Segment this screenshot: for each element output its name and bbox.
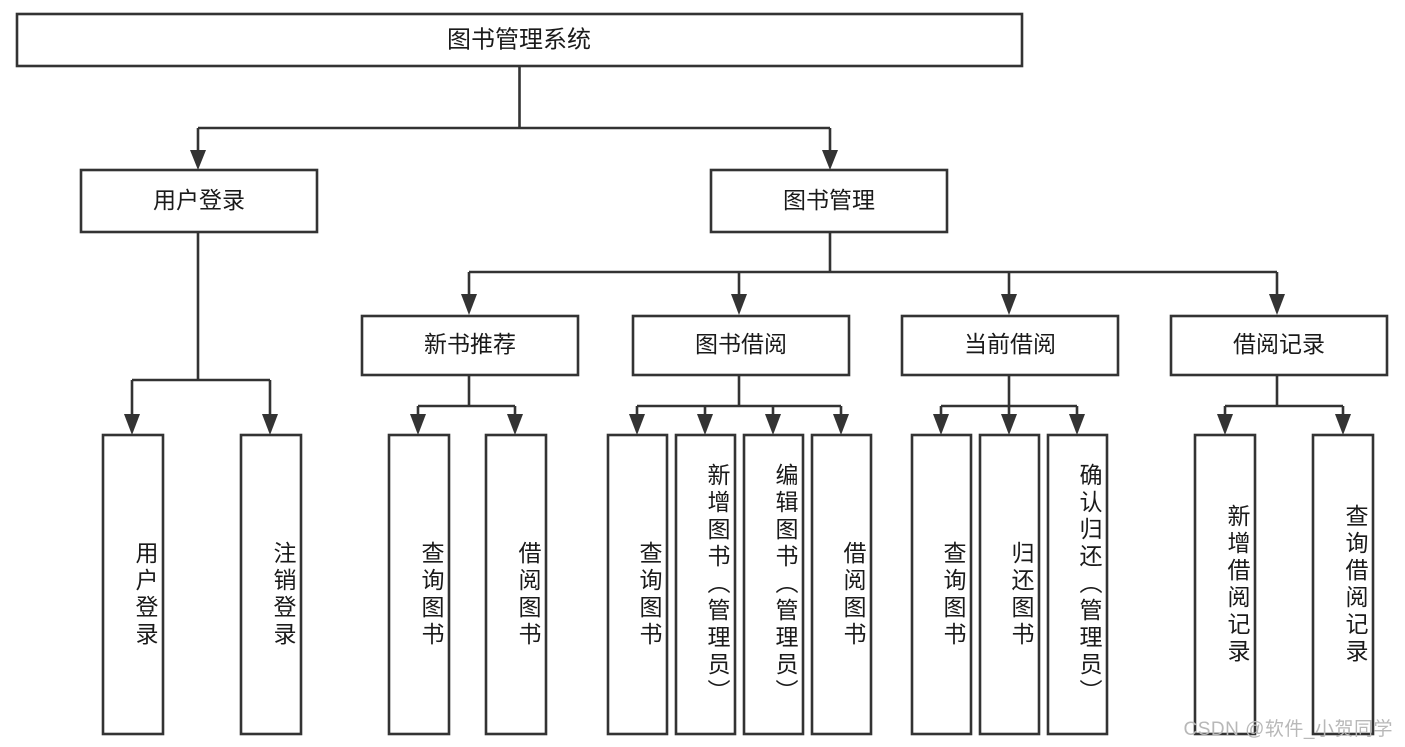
node-user-login-label: 用户登录 — [153, 187, 245, 213]
arrow-root-to-book-manage — [822, 150, 838, 170]
arrow-bb-to-leaf-2 — [765, 414, 781, 435]
leaf-box-new-book-rec-1[interactable] — [484, 433, 548, 736]
node-borrow-record-label: 借阅记录 — [1233, 331, 1325, 357]
leaf-box-book-borrow-3[interactable] — [810, 433, 873, 736]
node-book-manage-label: 图书管理 — [783, 187, 875, 213]
arrow-bm-to-current-borrow — [1001, 294, 1017, 315]
node-current-borrow-label: 当前借阅 — [964, 331, 1056, 357]
arrow-cb-to-leaf-1 — [1001, 414, 1017, 435]
leaf-box-current-borrow-0[interactable] — [910, 433, 973, 736]
node-book-borrow-box[interactable] — [631, 314, 851, 377]
arrow-br-to-leaf-0 — [1217, 414, 1233, 435]
node-book-borrow-label: 图书借阅 — [695, 331, 787, 357]
arrow-bb-to-leaf-3 — [833, 414, 849, 435]
node-new-book-rec-box[interactable] — [360, 314, 580, 377]
node-user-login-box[interactable] — [79, 168, 319, 234]
arrow-bm-to-new-book — [461, 294, 477, 315]
arrow-br-to-leaf-1 — [1335, 414, 1351, 435]
leaf-box-borrow-record-1[interactable] — [1311, 433, 1375, 736]
arrow-ul-to-leaf-1 — [262, 414, 278, 435]
arrow-bb-to-leaf-0 — [629, 414, 645, 435]
leaf-box-user-login-0[interactable] — [101, 433, 165, 736]
arrow-cb-to-leaf-2 — [1069, 414, 1085, 435]
edge-group-user-login — [124, 232, 278, 435]
node-root-box[interactable] — [15, 12, 1024, 68]
arrow-bb-to-leaf-1 — [697, 414, 713, 435]
leaf-box-book-borrow-1[interactable] — [674, 433, 737, 736]
node-book-manage-box[interactable] — [709, 168, 949, 234]
arrow-root-to-user-login — [190, 150, 206, 170]
edge-group-book-manage — [461, 232, 1285, 315]
arrow-bm-to-book-borrow — [731, 294, 747, 315]
leaf-box-book-borrow-0[interactable] — [606, 433, 669, 736]
arrow-nb-to-leaf-1 — [507, 414, 523, 435]
leaf-box-book-borrow-2[interactable] — [742, 433, 805, 736]
node-borrow-record-box[interactable] — [1169, 314, 1389, 377]
edge-group-book-borrow — [629, 375, 849, 435]
edge-group-current-borrow — [933, 375, 1085, 435]
node-new-book-rec-label: 新书推荐 — [424, 331, 516, 357]
csdn-watermark: CSDN @软件_小贺同学 — [1183, 719, 1393, 740]
arrow-cb-to-leaf-0 — [933, 414, 949, 435]
arrow-ul-to-leaf-0 — [124, 414, 140, 435]
edge-group-new-book-rec — [410, 375, 523, 435]
arrow-bm-to-borrow-record — [1269, 294, 1285, 315]
node-current-borrow-box[interactable] — [900, 314, 1120, 377]
node-root-label: 图书管理系统 — [447, 26, 591, 53]
leaf-box-borrow-record-0[interactable] — [1193, 433, 1257, 736]
leaf-box-new-book-rec-0[interactable] — [387, 433, 451, 736]
leaf-box-user-login-1[interactable] — [239, 433, 303, 736]
leaf-box-current-borrow-2[interactable] — [1046, 433, 1109, 736]
arrow-nb-to-leaf-0 — [410, 414, 426, 435]
edge-group-borrow-record — [1217, 375, 1351, 435]
leaf-box-current-borrow-1[interactable] — [978, 433, 1041, 736]
edge-group-root — [190, 66, 838, 170]
